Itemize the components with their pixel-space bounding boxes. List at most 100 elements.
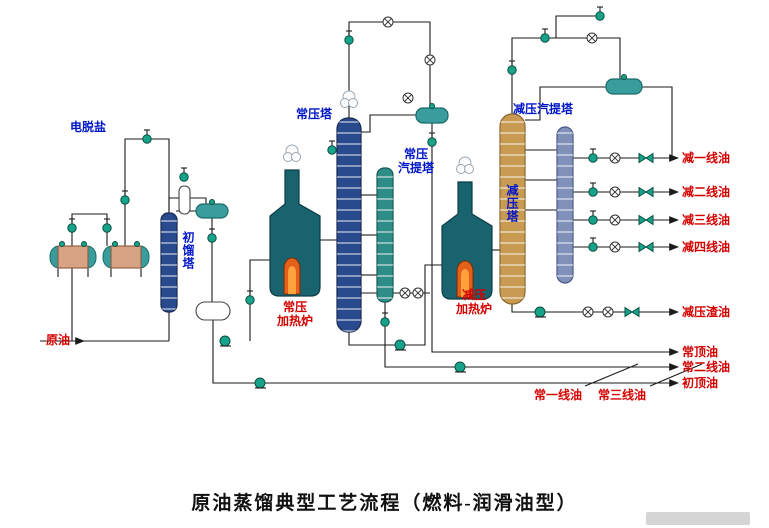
cooler-symbol (582, 306, 594, 318)
vac-stripper-trays (557, 127, 573, 283)
stream-label-vac-line3: 减三线油 (682, 213, 731, 227)
cooler-symbol (609, 241, 621, 253)
valve-symbol (507, 60, 517, 75)
vac-drum-outlet-pipe (642, 86, 673, 158)
diagram-title: 原油蒸馏典型工艺流程（燃料-润滑油型） (191, 493, 578, 514)
crude-oil-label: 原油 (46, 333, 71, 347)
atm-stripper-trays (377, 168, 393, 302)
atm-overhead-pipe (348, 21, 431, 118)
atm-furnace-body (269, 169, 321, 297)
vac-furnace-label: 减压 加热炉 (455, 288, 492, 316)
vac-tower-trays (500, 114, 525, 304)
valve-symbol (588, 148, 598, 163)
watermark (646, 512, 750, 525)
valve-symbol (102, 218, 112, 233)
vac-residue-pipe (511, 304, 680, 316)
stream-label-initial-top: 初顶油 (682, 376, 719, 390)
stream-label-vac-line4: 减四线油 (682, 240, 731, 254)
cooler-symbol (382, 16, 394, 28)
atm-furnace-flame (288, 266, 296, 294)
equipment (49, 78, 643, 333)
gate-valve-symbol (638, 187, 654, 197)
vac-tower-label: 减压塔 (505, 184, 519, 223)
cooler-symbol (586, 32, 598, 44)
vac-reflux-pipe (525, 86, 606, 121)
cooler-symbol (609, 186, 621, 198)
stream-label-atm-line1: 常一线油 (534, 388, 583, 402)
cooler-symbol (609, 214, 621, 226)
pump-symbol (254, 377, 267, 389)
cooler-symbol (602, 306, 614, 318)
stream-label-vac-line1: 减一线油 (682, 151, 731, 165)
vac-furnace-body (441, 181, 493, 300)
stream-label-vac-line2: 减二线油 (682, 185, 731, 199)
initial-reflux-drum (195, 203, 229, 219)
valve-symbol (588, 210, 598, 225)
nozzle-symbol (112, 241, 118, 247)
atm-line3-leader (649, 363, 703, 387)
valve-symbol (245, 290, 255, 305)
stream-label-atm-line3: 常三线油 (598, 388, 647, 402)
valve-symbol (380, 312, 390, 327)
stream-label-vac-residue: 减压渣油 (682, 305, 731, 319)
valve-symbol (588, 237, 598, 252)
initial-tower-trays (161, 213, 177, 312)
valve-symbol (588, 182, 598, 197)
atm-stripper-label: 常压 汽提塔 (397, 147, 434, 175)
furnace1-feed-pipe (249, 259, 270, 341)
cooler-symbol (399, 287, 411, 299)
pump-symbol (394, 339, 407, 351)
tower-vent-steam (340, 90, 358, 108)
initial-top-product-pipe (212, 320, 680, 387)
vac-furnace-flame (461, 269, 469, 297)
flash-drum (195, 301, 231, 321)
valve-symbol (344, 30, 354, 45)
cooler-symbol (402, 92, 414, 104)
valve-symbol (540, 28, 550, 43)
valve-symbol (67, 218, 77, 233)
nozzle-symbol (134, 241, 140, 247)
piping (40, 15, 703, 387)
gate-valve-symbol (638, 153, 654, 163)
nozzle-symbol (429, 103, 435, 109)
atm-reflux-drum (415, 107, 449, 124)
desalter-label: 电脱盐 (70, 120, 107, 134)
atm-reflux-pipe (361, 114, 416, 133)
nozzle-symbol (621, 74, 627, 80)
gate-valve-symbol (624, 307, 640, 317)
desalter-vessel-2 (110, 245, 142, 269)
valve-symbol (120, 190, 130, 205)
initial-tower-label: 初馏塔 (181, 231, 195, 270)
valve-symbol (327, 140, 337, 155)
valve-symbol (179, 167, 189, 182)
atm-tower-label: 常压塔 (296, 107, 333, 121)
valve-symbol (595, 6, 605, 21)
gate-valve-symbol (638, 215, 654, 225)
pump-symbol (219, 335, 232, 347)
desalter-bridge-pipe (71, 213, 108, 246)
atm-top-product-pipe (431, 123, 680, 356)
valve-symbol (207, 228, 217, 243)
cooler-symbol (609, 152, 621, 164)
vac-ejector-pipe (555, 15, 600, 38)
small-accumulator-vessel (178, 185, 191, 215)
desalter-vessel-1 (57, 245, 89, 269)
vac-overhead-drum (605, 78, 643, 95)
furnace2-feed-pipe (348, 264, 442, 346)
atm-furnace-label: 常压 加热炉 (276, 300, 313, 328)
nozzle-symbol (59, 241, 65, 247)
vac-overhead-pipe (511, 37, 621, 114)
pump-symbol (534, 306, 547, 318)
cooler-symbol (412, 287, 424, 299)
cooler-symbol (424, 54, 436, 66)
stream-label-atm-line2: 常二线油 (682, 360, 731, 374)
atm-line1-leader (584, 363, 639, 387)
stack-smoke (283, 144, 301, 162)
stream-label-atm-top: 常顶油 (682, 345, 719, 359)
nozzle-symbol (209, 199, 215, 205)
atm-tower-trays (337, 118, 361, 332)
stack-smoke (456, 156, 474, 174)
gate-valve-symbol (638, 242, 654, 252)
